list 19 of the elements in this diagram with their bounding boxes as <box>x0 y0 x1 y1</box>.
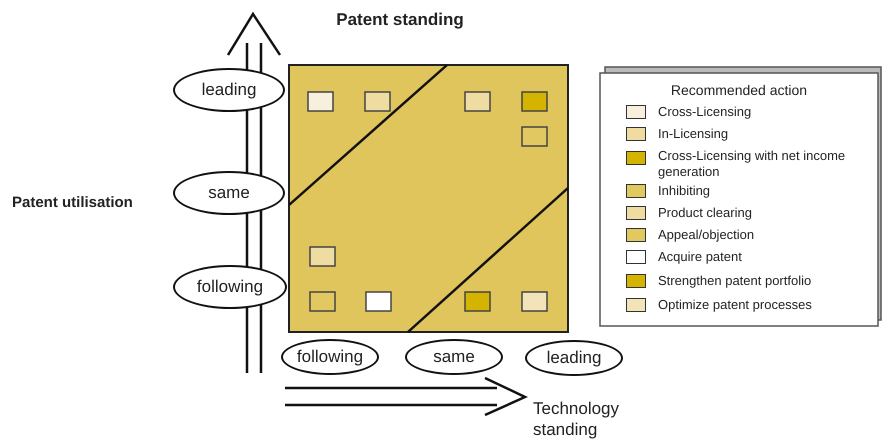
legend-title: Recommended action <box>670 82 808 98</box>
legend-label: Cross-Licensing <box>658 104 752 120</box>
axis-level-oval: following <box>173 265 287 309</box>
axis-title: Technology standing <box>533 398 620 440</box>
axis-level-oval: same <box>173 171 285 215</box>
legend-label: Optimize patent processes <box>658 297 813 313</box>
axis-level-oval: following <box>281 339 379 375</box>
chart-title: Patent standing <box>335 10 465 30</box>
axis-level-oval: leading <box>525 340 623 376</box>
axis-level-oval: same <box>405 339 503 375</box>
legend-label: In-Licensing <box>658 126 730 142</box>
legend-label: Product clearing <box>658 205 753 221</box>
axis-title: Patent utilisation <box>12 194 133 211</box>
legend-label: Strengthen patent portfolio <box>658 273 812 289</box>
legend-label: Inhibiting <box>658 183 712 199</box>
legend-label: Cross-Licensing with net income generation <box>658 148 846 180</box>
legend-label: Acquire patent <box>658 249 743 265</box>
axis-level-oval: leading <box>173 68 285 112</box>
legend-label: Appeal/objection <box>658 227 756 243</box>
